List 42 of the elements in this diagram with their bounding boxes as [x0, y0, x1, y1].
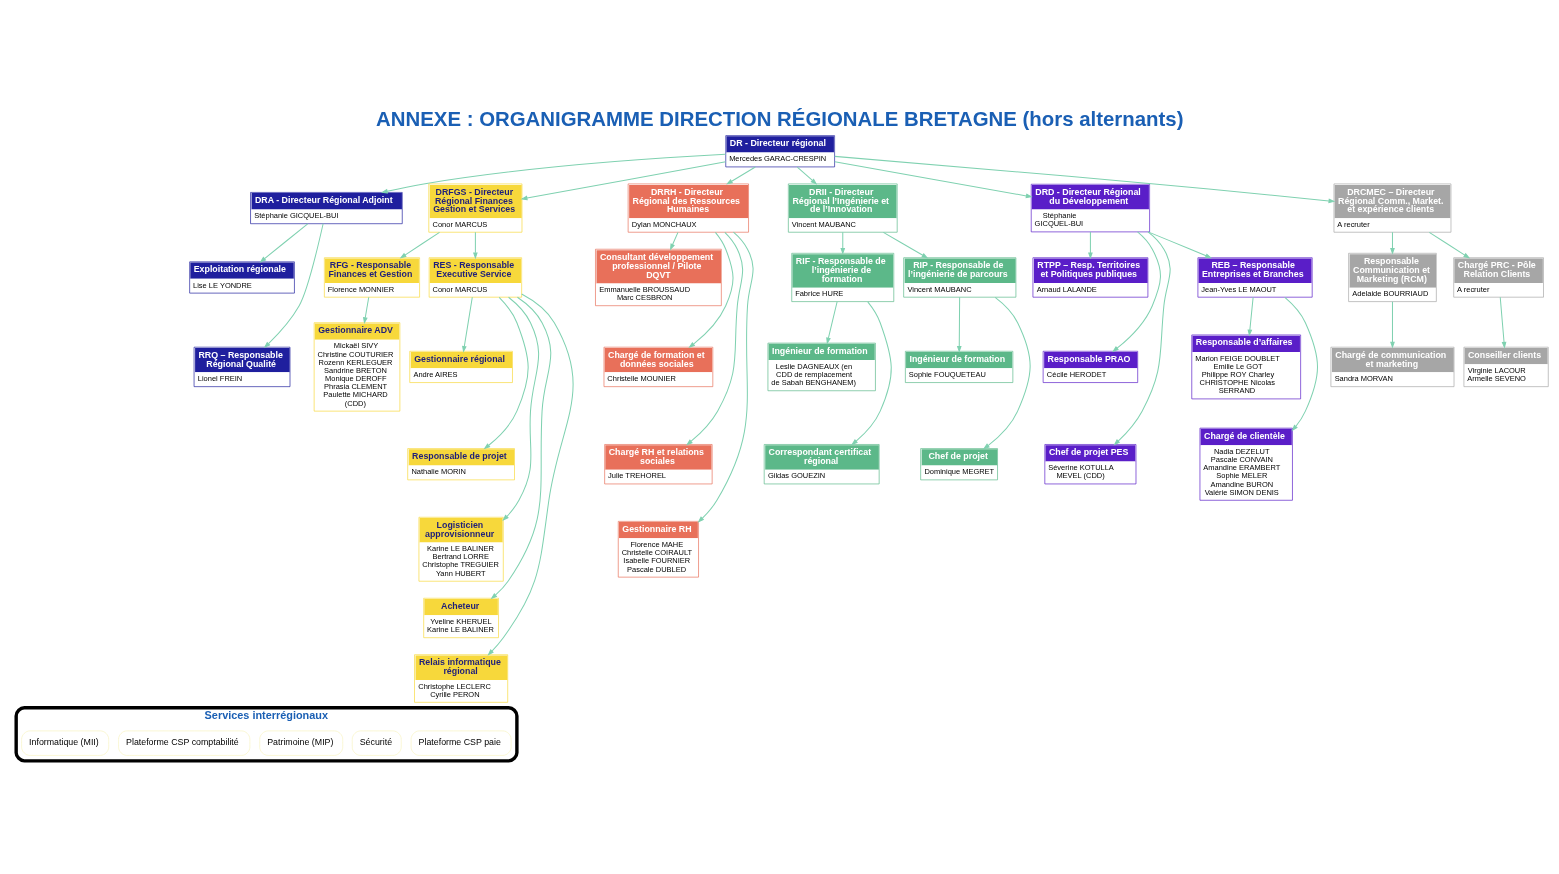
- node-box: Informatique (MII): [21, 730, 110, 756]
- arrow: [1147, 231, 1212, 259]
- arrow: [520, 161, 727, 201]
- arrow: [1088, 231, 1093, 260]
- arrow: [462, 296, 473, 353]
- arrow: [1390, 231, 1395, 255]
- arrow: [686, 231, 744, 446]
- node-box: Patrimoine (MIP): [259, 730, 344, 756]
- arrow: [834, 155, 1336, 204]
- node-box: Sécurité: [351, 730, 402, 756]
- arrow: [487, 293, 574, 656]
- node-box: Plateforme CSP paie: [410, 730, 512, 756]
- arrow: [882, 231, 929, 259]
- arrow: [840, 231, 846, 255]
- arrow: [726, 166, 756, 185]
- arrow: [259, 223, 309, 263]
- arrow: [826, 301, 838, 345]
- arrow: [834, 161, 1033, 199]
- arrow: [670, 231, 679, 251]
- arrow: [483, 296, 529, 450]
- arrow: [502, 296, 540, 522]
- arrow: [1499, 296, 1507, 349]
- arrow: [399, 231, 440, 259]
- arrow: [1247, 296, 1254, 337]
- arrow: [1390, 301, 1395, 349]
- arrow: [1113, 231, 1171, 446]
- arrow: [362, 296, 370, 325]
- arrow: [697, 231, 754, 523]
- arrow: [851, 301, 892, 446]
- arrow: [263, 223, 324, 349]
- arrow: [983, 296, 1031, 450]
- arrow: [1112, 231, 1161, 353]
- arrow: [1428, 231, 1471, 259]
- arrow: [490, 296, 552, 600]
- diagram-title: ANNEXE : ORGANIGRAMME DIRECTION RÉGIONALE BRETAGNE (hors alternants): [376, 108, 1184, 131]
- arrow: [688, 231, 734, 348]
- arrow: [796, 166, 818, 185]
- arrow: [473, 231, 478, 260]
- arrow: [1284, 296, 1318, 432]
- node-box: Plateforme CSP comptabilité: [118, 730, 251, 756]
- arrow: [380, 153, 726, 194]
- arrow: [956, 296, 962, 353]
